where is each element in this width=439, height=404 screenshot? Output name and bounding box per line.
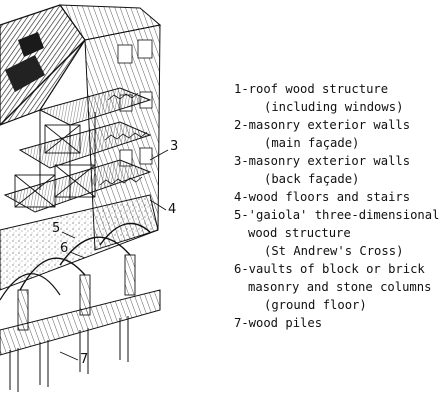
legend-line: (ground floor) [264, 298, 367, 312]
wood-piles [0, 289, 161, 392]
legend-line: 1-roof wood structure [234, 82, 389, 96]
legend-line: 2-masonry exterior walls [234, 118, 411, 132]
leader-lines [59, 149, 169, 361]
callout-3: 3 [170, 139, 179, 154]
legend-line: (main façade) [264, 136, 360, 150]
building-cutaway-figure: 3 4 5 6 7 [0, 4, 179, 392]
legend-line: 5-'gaiola' three-dimensional [234, 208, 439, 222]
legend-line: 3-masonry exterior walls [234, 154, 411, 168]
callout-6: 6 [60, 241, 69, 256]
legend-line: 6-vaults of block or brick [234, 262, 425, 276]
callout-5: 5 [52, 221, 61, 236]
wood-floors [3, 87, 152, 213]
callout-7: 7 [80, 352, 89, 367]
roof-structure [0, 4, 162, 126]
legend-line: (including windows) [264, 100, 404, 114]
legend-line: 7-wood piles [234, 316, 323, 330]
stairs [99, 92, 148, 186]
callout-4: 4 [168, 202, 177, 217]
legend: 1-roof wood structure (including windows)… [234, 80, 439, 332]
legend-line: 4-wood floors and stairs [234, 190, 411, 204]
building-cutaway-drawing [0, 4, 169, 392]
legend-line: (back façade) [264, 172, 360, 186]
ground-floor-vaults [0, 194, 159, 331]
legend-line: (St Andrew's Cross) [264, 244, 404, 258]
legend-line: masonry and stone columns [248, 280, 432, 294]
legend-line: wood structure [248, 226, 351, 240]
gaiola-structure [14, 124, 96, 208]
